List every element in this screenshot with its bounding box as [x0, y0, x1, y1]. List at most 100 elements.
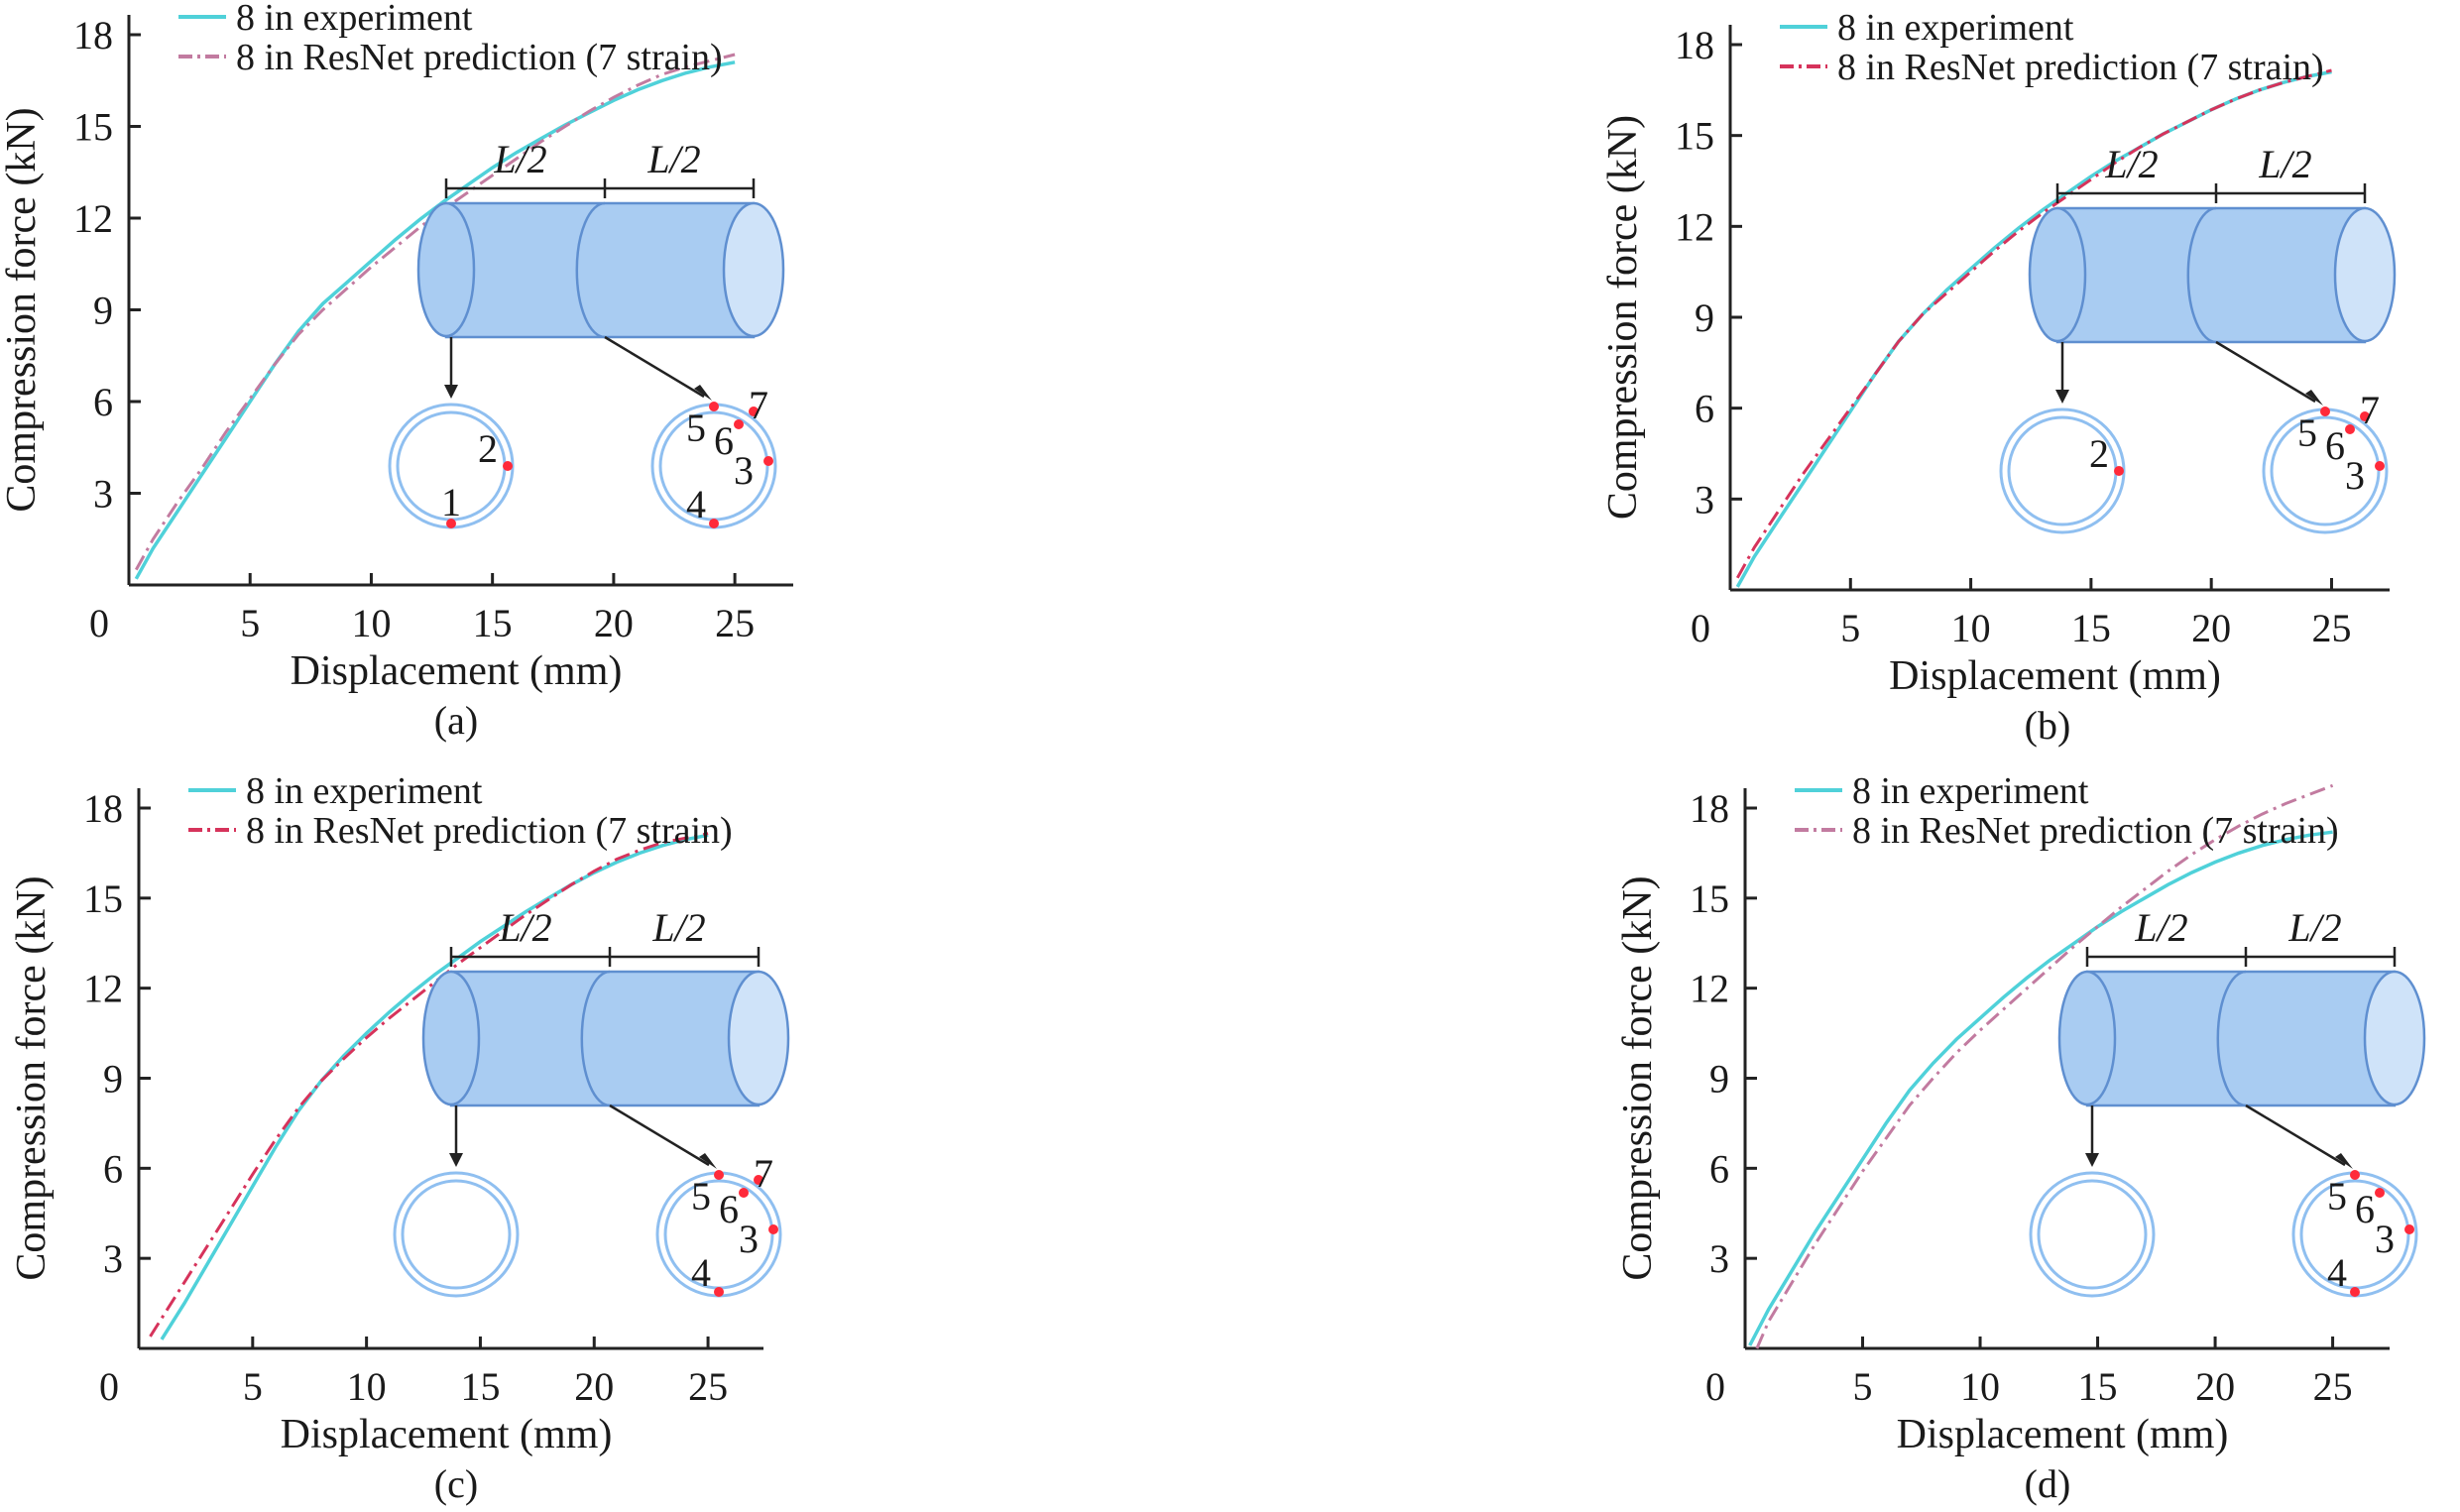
cylinder-left-end — [2057, 970, 2117, 1106]
x-tick-label: 25 — [688, 1364, 728, 1409]
arrow-head — [444, 385, 458, 399]
half-length-label-left: L/2 — [2104, 142, 2158, 186]
x-tick-label: 20 — [2191, 606, 2231, 650]
sensor-dot — [2404, 1224, 2414, 1234]
sensor-label: 7 — [2360, 388, 2380, 432]
y-tick-label: 18 — [1675, 23, 1714, 67]
y-tick-label: 3 — [93, 472, 113, 517]
x-axis-label: Displacement (mm) — [1897, 1412, 2229, 1457]
cylinder-right-end — [722, 201, 785, 338]
y-tick-label: 9 — [93, 289, 113, 333]
sensor-dot — [2375, 461, 2385, 471]
series-line-prediction — [1755, 783, 2334, 1349]
y-tick-label: 3 — [103, 1236, 123, 1281]
sensor-dot — [2345, 424, 2355, 434]
y-tick-label: 3 — [1695, 477, 1714, 522]
arrow-head — [2305, 390, 2323, 406]
cylinder-body — [449, 970, 761, 1107]
arrow-head — [2085, 1153, 2099, 1167]
half-length-label-right: L/2 — [2287, 905, 2341, 950]
x-tick-label: 0 — [99, 1364, 119, 1409]
half-length-label-left: L/2 — [498, 905, 551, 950]
cross-section-right-inner — [2270, 415, 2381, 526]
x-axis-label: Displacement (mm) — [281, 1412, 613, 1457]
half-length-label-left: L/2 — [493, 137, 546, 181]
x-tick-label: 25 — [2311, 606, 2351, 650]
cylinder-body — [444, 201, 756, 339]
sensor-label: 4 — [2327, 1250, 2347, 1295]
sensor-label: 3 — [2345, 453, 2365, 498]
y-tick-label: 12 — [1690, 967, 1729, 1011]
sensor-dot — [2114, 466, 2124, 476]
cross-section-left-inner — [401, 1179, 512, 1290]
y-tick-label: 15 — [73, 105, 113, 150]
sensor-dot — [2375, 1188, 2385, 1198]
sensor-dot — [763, 456, 773, 466]
series-line-experiment — [160, 833, 709, 1340]
arrow-head — [694, 385, 712, 401]
arrow-head — [2335, 1153, 2353, 1169]
y-axis-label: Compression force (kN) — [1600, 115, 1646, 520]
x-tick-label: 10 — [1960, 1364, 2000, 1409]
sensor-label: 4 — [691, 1250, 711, 1295]
half-length-label-right: L/2 — [646, 137, 700, 181]
section-arrow-right — [604, 335, 705, 399]
cross-section-left-outer — [2029, 1171, 2156, 1298]
y-tick-label: 15 — [1675, 114, 1714, 159]
cylinder-mid-seam — [580, 970, 611, 1107]
x-tick-label: 0 — [1705, 1364, 1725, 1409]
sensor-label: 6 — [714, 418, 734, 463]
sensor-label: 2 — [2089, 431, 2109, 476]
cylinder-right-end — [2363, 970, 2426, 1106]
panel-label: (d) — [2025, 1461, 2071, 1506]
x-axis-label: Displacement (mm) — [1889, 653, 2221, 699]
y-axis-label: Compression force (kN) — [9, 875, 55, 1280]
series-line-prediction — [1735, 68, 2332, 579]
y-axis-label: Compression force (kN) — [0, 107, 45, 512]
sensor-dot — [709, 519, 719, 528]
sensor-dot — [503, 461, 513, 471]
legend-label: 8 in experiment — [246, 770, 483, 812]
sensor-label: 5 — [691, 1174, 711, 1219]
sensor-label: 4 — [686, 482, 706, 526]
sensor-dot — [749, 407, 759, 416]
y-tick-label: 12 — [73, 196, 113, 241]
sensor-label: 6 — [2355, 1187, 2375, 1231]
x-tick-label: 10 — [351, 601, 391, 645]
sensor-dot — [446, 519, 456, 528]
cylinder-right-end — [2333, 206, 2397, 343]
half-length-label-left: L/2 — [2134, 905, 2187, 950]
cylinder-mid-seam — [2186, 206, 2217, 344]
sensor-dot — [734, 419, 744, 429]
y-tick-label: 18 — [1690, 786, 1729, 831]
sensor-dot — [709, 402, 719, 411]
legend-label: 8 in experiment — [236, 0, 473, 39]
x-tick-label: 5 — [1840, 606, 1860, 650]
x-tick-label: 20 — [574, 1364, 614, 1409]
sensor-label: 3 — [2375, 1217, 2395, 1261]
section-arrow-right — [2245, 1104, 2346, 1167]
sensor-label: 3 — [739, 1217, 759, 1261]
half-length-label-right: L/2 — [2258, 142, 2311, 186]
x-tick-label: 15 — [2071, 606, 2111, 650]
x-tick-label: 25 — [715, 601, 755, 645]
y-tick-label: 9 — [103, 1057, 123, 1102]
y-tick-label: 6 — [93, 380, 113, 424]
sensor-label: 7 — [754, 1151, 773, 1196]
section-arrow-right — [609, 1104, 710, 1167]
x-tick-label: 10 — [347, 1364, 387, 1409]
cylinder-left-end — [421, 970, 481, 1106]
x-tick-label: 5 — [243, 1364, 263, 1409]
cylinder-right-end — [727, 970, 790, 1106]
x-tick-label: 15 — [460, 1364, 500, 1409]
x-tick-label: 5 — [1853, 1364, 1873, 1409]
half-length-label-right: L/2 — [651, 905, 705, 950]
x-axis-label: Displacement (mm) — [291, 648, 623, 694]
legend-label: 8 in experiment — [1852, 770, 2089, 812]
